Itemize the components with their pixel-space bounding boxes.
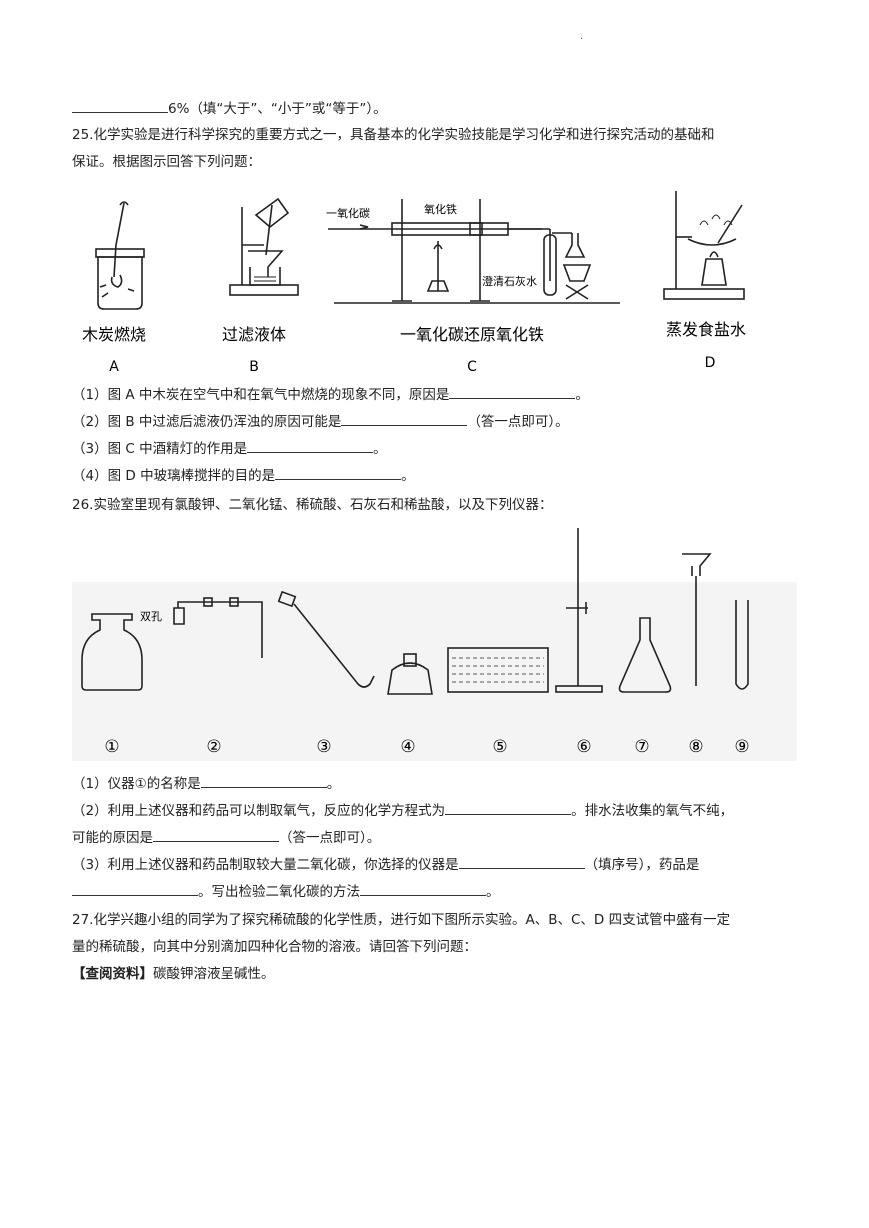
figure-c-caption: 一氧化碳还原氧化铁 bbox=[400, 325, 544, 344]
q26-sub3-line2: 。写出检验二氧化碳的方法。 bbox=[72, 881, 500, 902]
figure-a-jar bbox=[95, 201, 145, 310]
q25-sub3: （3）图 C 中酒精灯的作用是。 bbox=[72, 438, 387, 459]
figure-b-caption: 过滤液体 bbox=[222, 325, 286, 344]
resource-text: 碳酸钾溶液呈碱性。 bbox=[153, 966, 275, 982]
instrument-label-2: ② bbox=[206, 737, 221, 757]
answer-blank[interactable] bbox=[153, 827, 279, 842]
answer-blank[interactable] bbox=[458, 854, 585, 869]
answer-blank[interactable] bbox=[360, 881, 486, 896]
figure-c-label-co: 一氧化碳 bbox=[326, 206, 370, 220]
answer-blank[interactable] bbox=[72, 881, 198, 896]
answer-blank[interactable] bbox=[449, 384, 576, 399]
double-hole-label: 双孔 bbox=[140, 610, 162, 623]
figure-d-evaporation bbox=[663, 191, 745, 300]
answer-blank[interactable] bbox=[275, 465, 402, 480]
answer-blank[interactable] bbox=[200, 773, 327, 788]
q27-intro-line1: 27.化学兴趣小组的同学为了探究稀硫酸的化学性质，进行如下图所示实验。A、B、C… bbox=[72, 912, 731, 928]
q27-resource: 【查阅资料】碳酸钾溶液呈碱性。 bbox=[72, 964, 275, 984]
instrument-label-1: ① bbox=[104, 737, 119, 757]
figure-d-letter: D bbox=[705, 355, 716, 371]
q26-sub2: （2）利用上述仪器和药品可以制取氧气，反应的化学方程式为。排水法收集的氧气不纯， bbox=[72, 800, 733, 821]
answer-blank[interactable] bbox=[247, 438, 374, 453]
q25-intro-line1: 25.化学实验是进行科学探究的重要方式之一，具备基本的化学实验技能是学习化学和进… bbox=[72, 127, 715, 143]
instrument-label-7: ⑦ bbox=[634, 737, 649, 757]
instrument-label-4: ④ bbox=[400, 737, 415, 757]
figure-c-apparatus bbox=[328, 199, 620, 304]
instrument-label-8: ⑧ bbox=[688, 737, 703, 757]
figure-d-caption: 蒸发食盐水 bbox=[666, 320, 746, 339]
q26-figure: 双孔 ① ② ③ ④ ⑤ ⑥ ⑦ ⑧ ⑨ bbox=[72, 528, 797, 761]
q26-sub2-line2: 可能的原因是（答一点即可）。 bbox=[72, 827, 380, 848]
figure-a-letter: A bbox=[109, 359, 119, 375]
q27-intro-line2: 量的稀硫酸，向其中分别滴加四种化合物的溶液。请回答下列问题： bbox=[72, 939, 477, 955]
figure-a-caption: 木炭燃烧 bbox=[82, 325, 146, 344]
instrument-1-bottle bbox=[81, 613, 143, 691]
instrument-label-6: ⑥ bbox=[576, 737, 591, 757]
answer-blank[interactable] bbox=[72, 98, 168, 113]
answer-blank[interactable] bbox=[341, 411, 468, 426]
instrument-label-9: ⑨ bbox=[734, 737, 749, 757]
figure-b-filtration bbox=[229, 197, 299, 296]
q25-figure: 木炭燃烧 A 过滤液体 B 一氧化碳还原氧化铁 C 一氧化碳 氧化铁 澄清石灰水… bbox=[82, 191, 746, 375]
q26-sub1: （1）仪器①的名称是。 bbox=[72, 773, 340, 794]
instrument-label-3: ③ bbox=[316, 737, 331, 757]
q26-intro: 26.实验室里现有氯酸钾、二氧化锰、稀硫酸、石灰石和稀盐酸，以及下列仪器： bbox=[72, 497, 553, 513]
q24-tail-line: 6%（填“大于”、“小于”或“等于”）。 bbox=[72, 98, 387, 119]
q25-intro-line2: 保证。根据图示回答下列问题： bbox=[72, 154, 261, 170]
q26-sub3: （3）利用上述仪器和药品制取较大量二氧化碳，你选择的仪器是（填序号），药品是 bbox=[72, 854, 699, 875]
figure-b-letter: B bbox=[249, 359, 259, 375]
figure-c-letter: C bbox=[467, 359, 477, 375]
resource-label: 【查阅资料】 bbox=[72, 966, 153, 982]
q25-sub1: （1）图 A 中木炭在空气中和在氧气中燃烧的现象不同，原因是。 bbox=[72, 384, 589, 405]
page-mark: · bbox=[580, 34, 584, 45]
q25-sub2: （2）图 B 中过滤后滤液仍浑浊的原因可能是（答一点即可）。 bbox=[72, 411, 569, 432]
q25-sub4: （4）图 D 中玻璃棒搅拌的目的是。 bbox=[72, 465, 415, 486]
figure-c-label-limewater: 澄清石灰水 bbox=[482, 274, 537, 288]
instrument-label-5: ⑤ bbox=[492, 737, 507, 757]
figure-c-label-fe2o3: 氧化铁 bbox=[424, 202, 457, 216]
answer-blank[interactable] bbox=[445, 800, 572, 815]
